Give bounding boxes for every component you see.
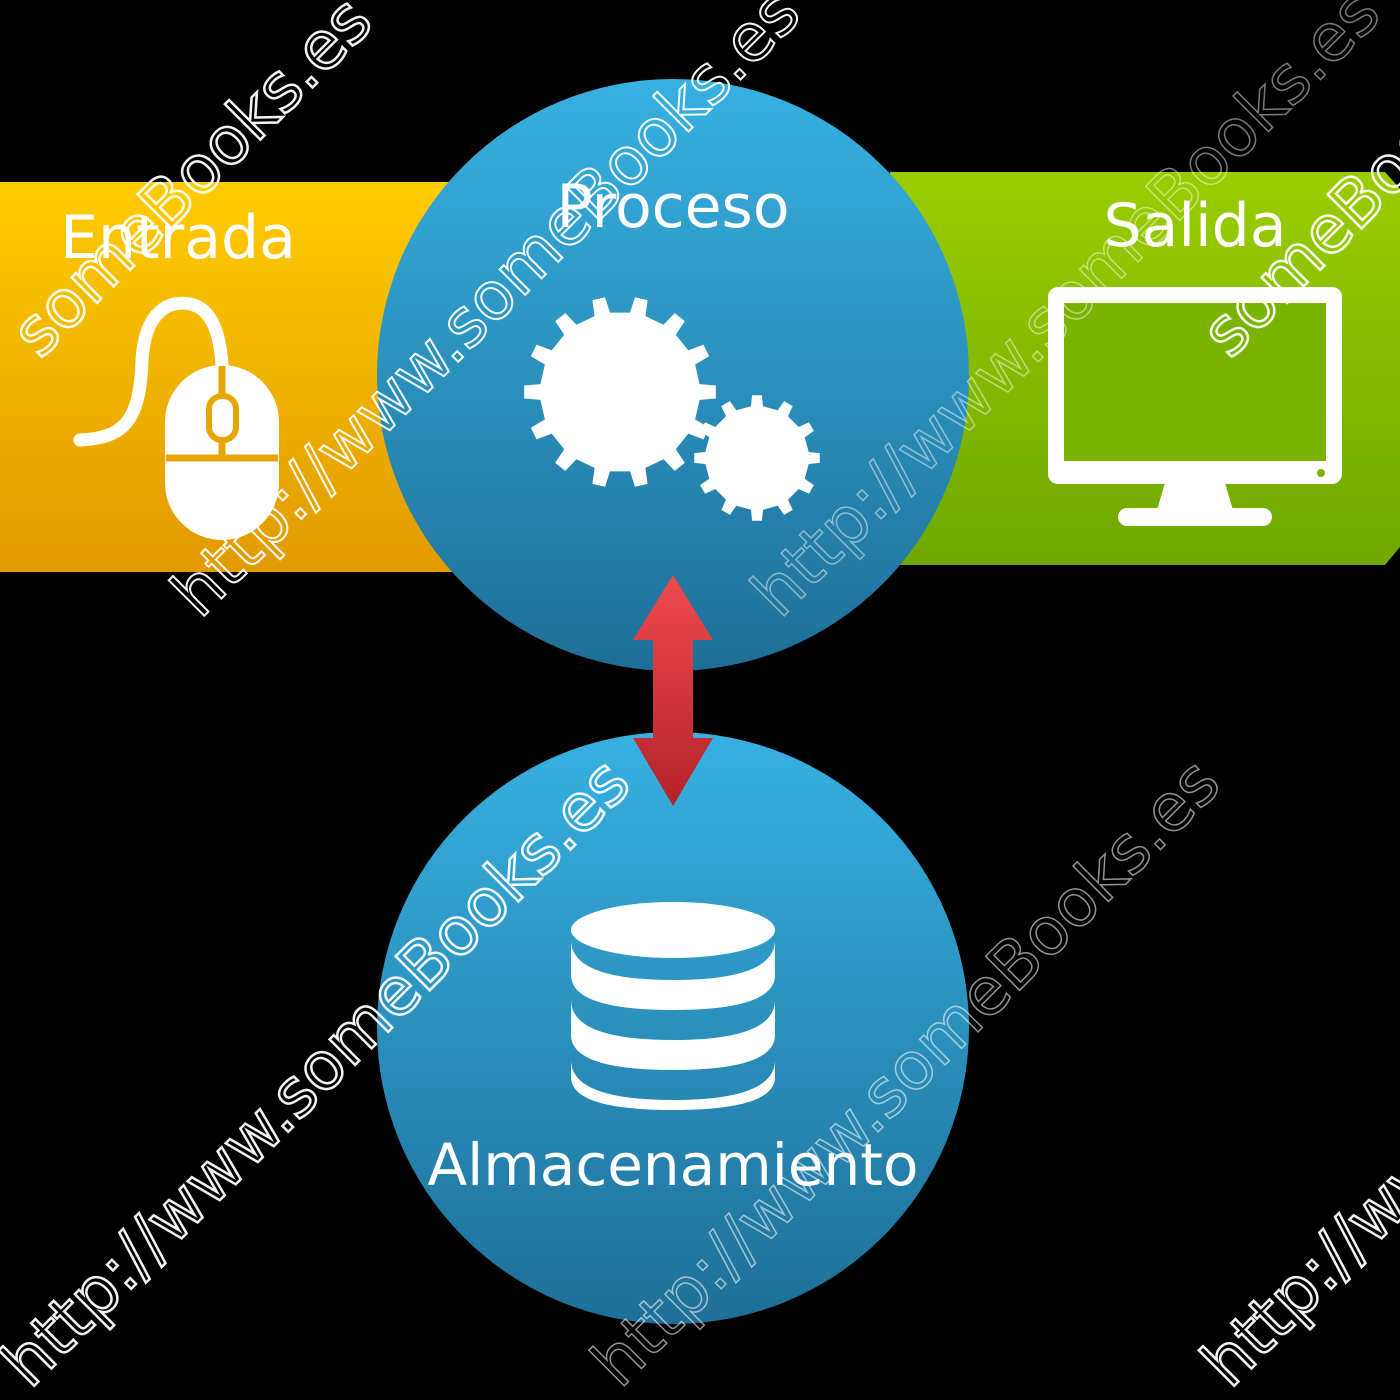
monitor-icon (1048, 287, 1342, 526)
storage-label: Almacenamiento (428, 1131, 919, 1199)
storage-node: Almacenamiento (377, 732, 969, 1324)
watermark-url: http://www.someBooks.es (1187, 743, 1400, 1400)
storage-circle (377, 732, 969, 1324)
mouse-icon (73, 296, 279, 540)
database-icon (571, 902, 775, 1110)
watermark: http://www.someBooks.es (1186, 742, 1400, 1400)
process-node: Proceso (377, 79, 969, 671)
small-gear-icon (694, 395, 820, 521)
output-band: Salida (890, 172, 1400, 565)
input-label: Entrada (60, 203, 296, 273)
gears-icon (524, 297, 820, 521)
double-arrow-icon (633, 575, 713, 806)
large-gear-icon (524, 297, 716, 487)
output-label: Salida (1103, 191, 1286, 261)
process-label: Proceso (556, 172, 789, 242)
